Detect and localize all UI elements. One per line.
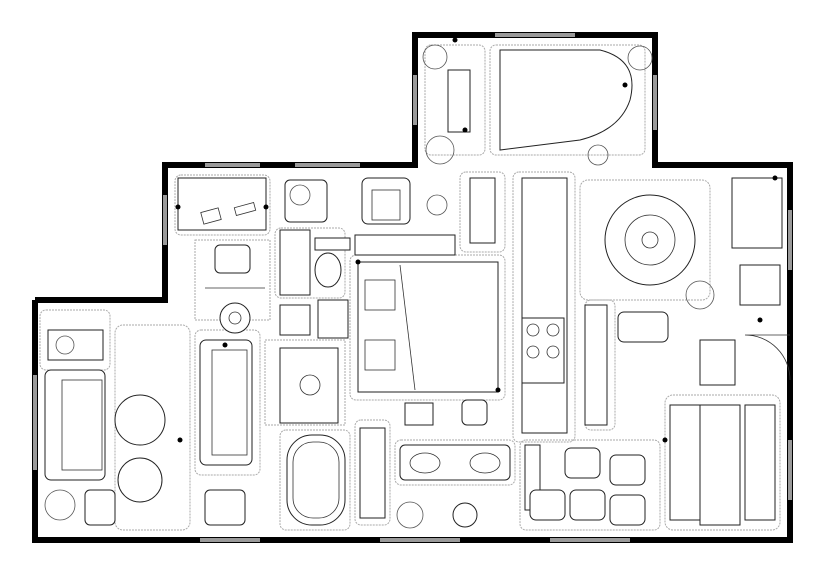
bench-left-top	[447, 69, 471, 133]
shower	[279, 347, 339, 424]
lounge-seating	[524, 444, 646, 526]
desk-nightstand	[404, 399, 488, 426]
round-dining-table	[604, 194, 696, 286]
sofa	[44, 369, 106, 481]
windows	[33, 33, 792, 542]
kitchen-counter-right	[731, 177, 783, 306]
office-desk	[177, 177, 267, 231]
bathtub	[286, 434, 346, 526]
side-table	[47, 329, 104, 361]
round-coffee-tables	[114, 394, 166, 503]
toilet	[314, 237, 351, 288]
armchair-1	[284, 179, 328, 223]
bistro-table	[452, 502, 478, 528]
sofa-middle	[199, 339, 253, 466]
gym-area	[617, 311, 669, 343]
wardrobe	[279, 229, 311, 296]
grand-piano	[499, 49, 633, 151]
office-chair	[205, 244, 265, 334]
armchair-2	[361, 177, 411, 225]
cooktop-column	[469, 177, 568, 434]
fixture-dots	[175, 37, 778, 443]
double-bed	[357, 261, 499, 393]
chair	[84, 489, 246, 526]
long-dining-table	[669, 404, 776, 526]
plants	[44, 44, 715, 529]
double-vanity	[399, 444, 511, 481]
shoe-rack	[354, 234, 456, 256]
sink-small	[279, 299, 349, 339]
dresser	[359, 427, 386, 519]
staircase	[584, 304, 608, 426]
entry-door	[699, 334, 791, 386]
